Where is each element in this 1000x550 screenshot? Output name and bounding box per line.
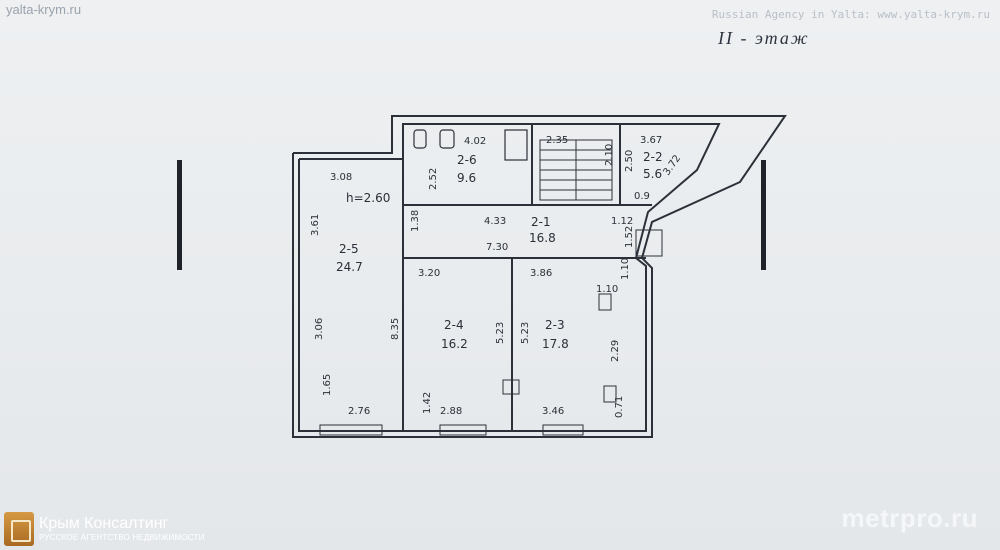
dimension-label: 1.42: [422, 392, 433, 414]
window-icon: [542, 424, 584, 436]
room-id: 2-1: [531, 215, 551, 229]
dimension-label: 3.86: [530, 268, 552, 279]
dimension-labels: 3.08 3.61 3.06 1.65 2.76 8.35 1.38 4.02 …: [310, 135, 683, 418]
agency-logo: Крым Консалтинг РУССКОЕ АГЕНТСТВО НЕДВИЖ…: [4, 512, 205, 546]
toilet-icon: [413, 129, 427, 149]
room-id: 2-6: [457, 153, 477, 167]
room-id: 2-3: [545, 318, 565, 332]
watermark-top-right: Russian Agency in Yalta: www.yalta-krym.…: [711, 8, 990, 21]
fixtures: [502, 293, 617, 403]
window-icon: [635, 229, 663, 257]
dimension-label: 3.67: [640, 135, 662, 146]
dimension-label: 1.10: [620, 258, 631, 280]
room-area: 9.6: [457, 171, 476, 185]
hole-punch-mark: [177, 160, 182, 270]
radiator-icon: [603, 385, 617, 403]
watermark-bottom-right: metrpro.ru: [841, 503, 978, 533]
sink-icon: [439, 129, 455, 149]
dimension-label: 1.10: [596, 284, 618, 295]
dimension-label: 1.12: [611, 216, 633, 227]
dimension-label: 2.88: [440, 406, 462, 417]
window-icon: [319, 424, 383, 436]
staircase: [539, 139, 613, 201]
inner-wall-outline: [298, 123, 721, 432]
dimension-label: 3.06: [314, 318, 325, 340]
window-icon: [439, 424, 487, 436]
dimension-label: 7.30: [486, 242, 508, 253]
watermark-top-left: yalta-krym.ru: [6, 2, 82, 17]
room-area: 16.2: [441, 337, 468, 351]
dimension-label: 2.29: [610, 340, 621, 362]
dimension-label: 4.33: [484, 216, 506, 227]
dimension-label: 0.71: [614, 396, 625, 418]
dimension-label: 5.23: [495, 322, 506, 344]
dimension-label: 5.23: [520, 322, 531, 344]
room-id: 2-2: [643, 150, 663, 164]
windows: [319, 229, 663, 436]
room-labels: h=2.60 2-5 24.7 2-6 9.6 2-1 16.8 2-2 5.6…: [336, 150, 663, 351]
dimension-label: 2.50: [624, 150, 635, 172]
outer-walls: [292, 115, 787, 438]
shower-icon: [504, 129, 528, 161]
dimension-label: 2.76: [348, 406, 370, 417]
dimension-label: 4.02: [464, 136, 486, 147]
dimension-label: 3.46: [542, 406, 564, 417]
dimension-label: 1.65: [322, 374, 333, 396]
logo-name: Крым Консалтинг: [39, 515, 169, 532]
dimension-label: 3.72: [661, 153, 683, 178]
room-area: 16.8: [529, 231, 556, 245]
dimension-label: 2.10: [604, 144, 615, 166]
room-id: 2-4: [444, 318, 464, 332]
column-icon: [502, 379, 520, 395]
logo-text: Крым Консалтинг РУССКОЕ АГЕНТСТВО НЕДВИЖ…: [39, 515, 205, 543]
room-area: 24.7: [336, 260, 363, 274]
dimension-label: 2.35: [546, 135, 568, 146]
dimension-label: 1.52: [624, 226, 635, 248]
ceiling-height-label: h=2.60: [346, 191, 390, 205]
room-area: 5.6: [643, 167, 662, 181]
dimension-label: 3.20: [418, 268, 440, 279]
dimension-label: 0.9: [634, 191, 650, 202]
radiator-icon: [598, 293, 612, 311]
dimension-label: 8.35: [390, 318, 401, 340]
room-id: 2-5: [339, 242, 359, 256]
room-area: 17.8: [542, 337, 569, 351]
dimension-label: 3.61: [310, 214, 321, 236]
floor-title: II - этаж: [718, 28, 810, 48]
logo-subtitle: РУССКОЕ АГЕНТСТВО НЕДВИЖИМОСТИ: [39, 533, 205, 542]
bathroom-fixtures: [413, 129, 528, 161]
outer-wall-outline: [292, 115, 787, 438]
dimension-label: 2.52: [428, 168, 439, 190]
hole-punch-mark: [761, 160, 766, 270]
interior-walls: [402, 124, 652, 431]
dimension-label: 3.08: [330, 172, 352, 183]
dimension-label: 1.38: [410, 210, 421, 232]
crest-icon: [4, 512, 34, 546]
